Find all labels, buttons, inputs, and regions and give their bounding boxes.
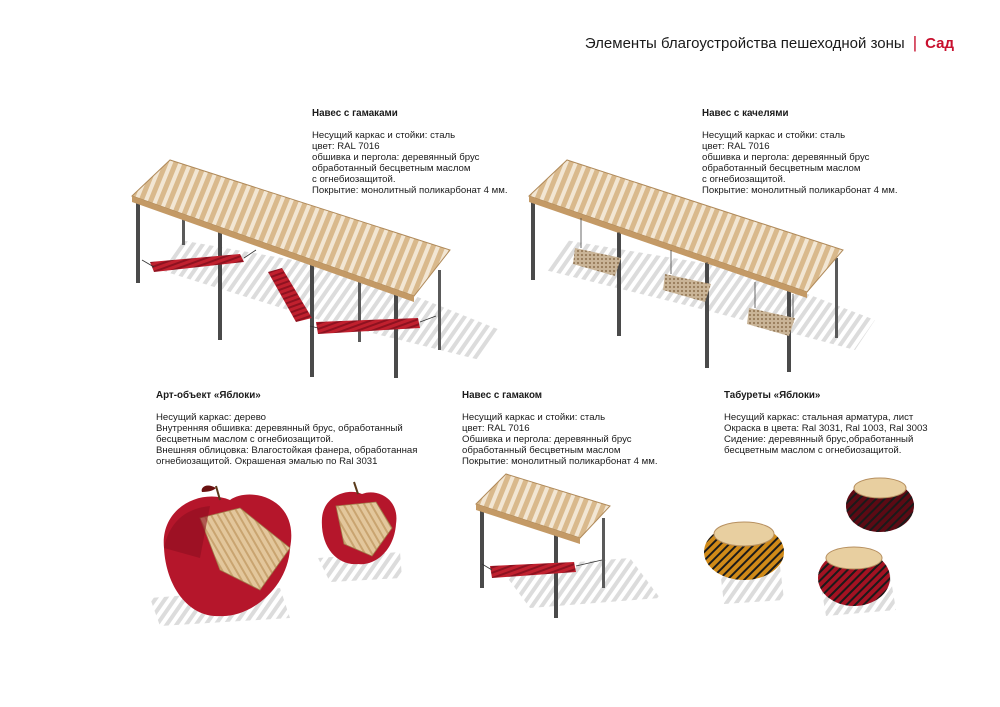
spec-line: Покрытие: монолитный поликарбонат 4 мм. bbox=[312, 185, 508, 196]
description-apple-art-object: Арт-объект «Яблоки» Несущий каркас: дере… bbox=[156, 390, 417, 467]
item-title: Навес с гамаками bbox=[312, 108, 398, 119]
item-title: Навес с качелями bbox=[702, 108, 789, 119]
item-title: Навес с гамаком bbox=[462, 390, 543, 401]
spec-line: обработанный бесцветным маслом bbox=[312, 163, 471, 174]
swings-canopy-illustration bbox=[528, 159, 875, 372]
spec-line: Окраска в цвета: Ral 3031, Ral 1003, Ral… bbox=[724, 423, 928, 434]
description-hammocks-canopy: Навес с гамаками Несущий каркас и стойки… bbox=[312, 108, 508, 196]
page-header: Элементы благоустройства пешеходной зоны… bbox=[585, 33, 954, 53]
apple-stools-illustration bbox=[704, 477, 914, 616]
spec-line: огнебиозащитой. Окрашеная эмалью по Ral … bbox=[156, 456, 378, 467]
spec-line: Несущий каркас и стойки: сталь bbox=[702, 130, 846, 141]
spec-line: Сидение: деревянный брус,обработанный bbox=[724, 434, 914, 445]
spec-line: Несущий каркас и стойки: сталь bbox=[312, 130, 456, 141]
header-separator: | bbox=[912, 33, 918, 52]
spec-line: цвет: RAL 7016 bbox=[462, 423, 530, 434]
spec-line: цвет: RAL 7016 bbox=[312, 141, 380, 152]
spec-line: с огнебиозащитой. bbox=[312, 174, 396, 185]
spec-line: обшивка и пергола: деревянный брус bbox=[702, 152, 870, 163]
spec-line: обработанный бесцветным маслом bbox=[462, 445, 621, 456]
spec-line: Внутренняя обшивка: деревянный брус, обр… bbox=[156, 423, 403, 434]
spec-line: бесцветным маслом с огнебиозащитой. bbox=[724, 445, 902, 456]
spec-line: Обшивка и пергола: деревянный брус bbox=[462, 434, 632, 445]
spec-line: Покрытие: монолитный поликарбонат 4 мм. bbox=[702, 185, 898, 196]
spec-line: обшивка и пергола: деревянный брус bbox=[312, 152, 480, 163]
hammock-canopy-illustration bbox=[475, 473, 660, 618]
spec-line: Несущий каркас: дерево bbox=[156, 412, 267, 423]
description-hammock-canopy: Навес с гамаком Несущий каркас и стойки:… bbox=[462, 390, 658, 467]
item-title: Табуреты «Яблоки» bbox=[724, 390, 821, 401]
spec-line: Покрытие: монолитный поликарбонат 4 мм. bbox=[462, 456, 658, 467]
spec-line: Несущий каркас и стойки: сталь bbox=[462, 412, 606, 423]
section-label: Сад bbox=[925, 34, 954, 52]
page-title: Элементы благоустройства пешеходной зоны bbox=[584, 34, 905, 52]
spec-line: Внешняя облицовка: Влагостойкая фанера, … bbox=[156, 445, 418, 456]
spec-line: с огнебиозащитой. bbox=[702, 174, 786, 185]
description-apple-stools: Табуреты «Яблоки» Несущий каркас: стальн… bbox=[724, 390, 928, 456]
spec-line: обработанный бесцветным маслом bbox=[702, 163, 861, 174]
spec-line: цвет: RAL 7016 bbox=[702, 141, 770, 152]
spec-line: Несущий каркас: стальная арматура, лист bbox=[724, 412, 914, 423]
description-swings-canopy: Навес с качелями Несущий каркас и стойки… bbox=[702, 108, 898, 196]
item-title: Арт-объект «Яблоки» bbox=[156, 390, 261, 401]
hammocks-canopy-illustration bbox=[131, 159, 500, 378]
spec-line: бесцветным маслом с огнебиозащитой. bbox=[156, 434, 334, 445]
apple-art-object-illustration bbox=[150, 481, 402, 626]
